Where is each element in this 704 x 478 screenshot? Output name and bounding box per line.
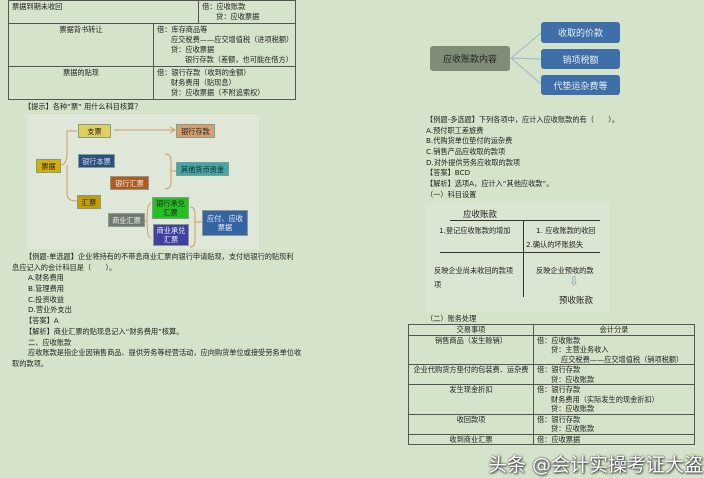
section-title: （二）账务处理 <box>426 314 477 323</box>
table-row-entry: 借：银行存款（收到的金额）财务费用（贴现息）贷：应收票据（不附追索权） <box>153 66 296 100</box>
content-map-item: 销项税额 <box>541 49 620 69</box>
node-bank-deposit: 银行存款 <box>176 124 215 138</box>
note-entries-table: 票据到期未收回 借：应收账款贷：应收票据 票据背书转让 借：库存商品等应交税费—… <box>7 0 296 100</box>
table-row-entry: 借：银行存款贷：应收账款 <box>533 413 695 435</box>
node-bank-acceptance: 银行承兑汇票 <box>152 197 189 219</box>
column-header: 会计分录 <box>533 324 695 336</box>
table-row-entry: 借：应收票据 <box>533 433 695 445</box>
table-row-item: 收到商业汇票 <box>408 433 534 445</box>
t-account-title: 应收账款 <box>463 210 498 220</box>
t-debit: 1.登记应收账款的增加 <box>439 226 511 235</box>
table-row-entry: 借：应收账款贷：主营业务收入应交税费——应交增值税（销项税额） <box>533 334 695 365</box>
t-debit-balance: 项 <box>434 280 442 289</box>
table-row-item: 收回款项 <box>408 413 534 435</box>
node-cashier-check: 银行本票 <box>78 154 115 168</box>
node-commercial-draft: 商业汇票 <box>108 213 145 227</box>
column-header: 交易事项 <box>408 324 534 336</box>
t-account: 应收账款 1.登记应收账款的增加 1. 应收账款的收回 2.确认的坏账损失 反映… <box>426 202 610 312</box>
t-credit-balance: 反映企业预收的款 <box>536 266 594 275</box>
left-body-text: 【例题-单选题】企业将持有的不带息商业汇票向银行申请贴现，支付给银行的贴现利息应… <box>12 252 302 368</box>
table-row-item: 票据的贴现 <box>8 66 154 100</box>
table-row-entry: 借：库存商品等应交税费——应交增值税（进项税额）贷：应收票据银行存款（差额，也可… <box>153 23 296 67</box>
content-map-item: 收取的价款 <box>541 22 620 43</box>
t-credit: 2.确认的坏账损失 <box>526 240 584 249</box>
node-notes: 应付、应收票据 <box>202 210 248 236</box>
t-debit-balance: 反映企业尚未收回的款项 <box>434 266 514 275</box>
tree-connectors <box>59 126 202 248</box>
watermark: 头条 @会计实操考证大盗 <box>488 454 704 476</box>
table-row-item: 票据到期未收回 <box>7 0 200 24</box>
node-draft: 汇票 <box>77 195 101 209</box>
tip-text: 【提示】各种“票” 用什么科目核算？ <box>24 102 142 111</box>
accounting-table: 交易事项会计分录 销售商品（发生赊销）借：应收账款贷：主营业务收入应交税费——应… <box>408 324 695 445</box>
node-commercial-acceptance: 商业承兑汇票 <box>153 224 189 246</box>
table-row-entry: 借：银行存款贷：应收账款 <box>533 364 695 385</box>
bill-tree-diagram: 票据 支票 银行存款 银行本票 银行汇票 其他货币资金 汇票 商业汇票 银行承兑… <box>27 114 259 249</box>
table-row-entry: 借：应收账款贷：应收票据 <box>198 0 296 24</box>
node-bill: 票据 <box>36 159 61 173</box>
table-row-item: 票据背书转让 <box>8 23 154 67</box>
arrow-down-icon: ⇩ <box>569 274 580 288</box>
table-row-item: 发生现金折扣 <box>408 384 534 415</box>
t-credit: 1. 应收账款的收回 <box>536 226 596 235</box>
node-other-funds: 其他货币资金 <box>176 162 229 176</box>
content-map-item: 代垫运杂费等 <box>541 75 620 95</box>
node-check: 支票 <box>78 124 111 138</box>
node-bank-draft: 银行汇票 <box>110 176 149 190</box>
table-row-item: 企业代购货方垫付的包装费、运杂费 <box>408 364 534 385</box>
content-map-center: 应收账款内容 <box>430 46 510 71</box>
table-row-entry: 借：银行存款财务费用（实际发生的现金折扣）贷：应收账款 <box>533 384 695 415</box>
t-credit-target: 预收账款 <box>559 296 594 306</box>
table-row-item: 销售商品（发生赊销） <box>408 334 534 365</box>
